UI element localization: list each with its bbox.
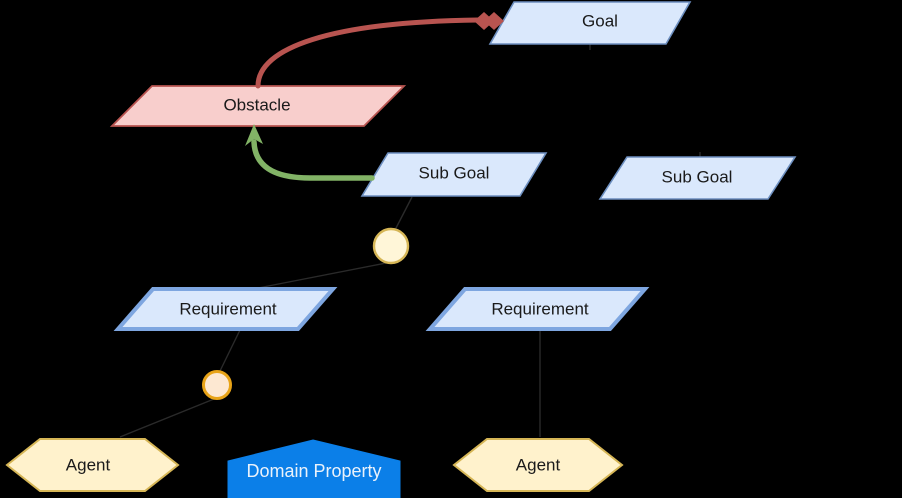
requirement-right-parallelogram-shape[interactable] [425,287,650,331]
refinement-node-circle-upper[interactable] [372,227,410,265]
agent-left-label: Agent [66,455,111,474]
resolution-arrowhead-icon [245,124,263,146]
conflict-marker-diamond-2 [484,12,504,30]
requirement-right-label: Requirement [491,299,589,318]
agent-right-hexagon-shape[interactable] [452,438,624,492]
node-requirement-right[interactable]: Requirement [425,287,650,331]
requirement-left-parallelogram-shape[interactable] [113,287,338,331]
edge-obstruction[interactable] [255,12,504,89]
node-domain-property[interactable]: Domain Property [227,439,401,498]
obstacle-parallelogram-shape[interactable] [109,85,407,127]
node-subgoal-right[interactable]: Sub Goal [598,156,797,200]
node-agent-right[interactable]: Agent [452,438,624,492]
resolution-edge-path[interactable] [251,139,375,181]
connector-refinement-to-requirement [257,262,387,289]
node-requirement-left[interactable]: Requirement [113,287,338,331]
subgoal-left-parallelogram-shape[interactable] [360,152,548,197]
connector-layer [119,42,701,438]
connector-requirement-to-circle [219,329,241,372]
goal-label: Goal [582,11,618,30]
obstacle-label: Obstacle [223,95,290,114]
node-refinement-circle-lower[interactable] [202,370,232,400]
obstruction-edge-path[interactable] [255,17,495,89]
node-goal[interactable]: Goal [488,1,692,45]
subgoal-right-label: Sub Goal [662,167,733,186]
connector-circle-to-agent [119,398,215,438]
node-agent-left[interactable]: Agent [5,438,180,492]
refinement-node-circle-lower[interactable] [202,370,232,400]
goal-parallelogram-shape[interactable] [488,1,692,45]
node-obstacle[interactable]: Obstacle [109,85,407,127]
domain-property-pentagon-shape[interactable] [227,439,401,498]
node-subgoal-left[interactable]: Sub Goal [360,152,548,197]
edge-resolution[interactable] [245,124,375,181]
subgoal-left-label: Sub Goal [419,163,490,182]
agent-right-label: Agent [516,455,561,474]
connector-subgoal-to-refinement [394,196,413,231]
domain-property-label: Domain Property [246,461,381,481]
subgoal-right-parallelogram-shape[interactable] [598,156,797,200]
requirement-left-label: Requirement [179,299,277,318]
agent-left-hexagon-shape[interactable] [5,438,180,492]
node-refinement-circle-upper[interactable] [372,227,410,265]
